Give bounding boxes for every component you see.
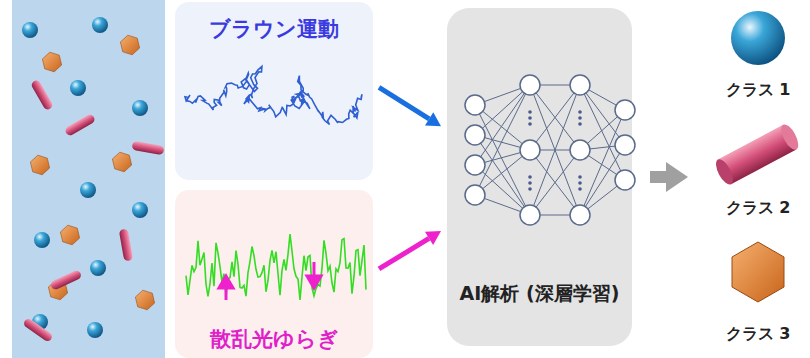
rod-particle [22, 317, 53, 343]
ellipsis-dot [528, 116, 532, 120]
class-item: クラス 3 [706, 238, 810, 350]
flow-arrow [379, 231, 441, 269]
fluctuation-arrows [219, 262, 321, 300]
rod-particle [119, 228, 133, 261]
ellipsis-dot [578, 116, 582, 120]
ellipsis-dot [528, 122, 532, 126]
ellipsis-dot [528, 181, 532, 185]
neuron [520, 205, 540, 225]
ellipsis-dot [528, 175, 532, 179]
sphere-particle [87, 322, 103, 338]
neuron [465, 185, 485, 205]
neuron [615, 135, 635, 155]
hexagon-particle [30, 155, 49, 175]
hexagon-particle [120, 35, 139, 55]
ellipsis-dot [578, 187, 582, 191]
neuron [615, 170, 635, 190]
flow-arrow [379, 87, 441, 126]
class-icon [706, 238, 810, 308]
ellipsis-dot [578, 110, 582, 114]
sample-panel [12, 0, 165, 358]
hexagon-particle [60, 225, 79, 245]
sphere-particle [90, 260, 106, 276]
class-item: クラス 1 [706, 6, 810, 106]
sphere-particle [132, 202, 148, 218]
signal-panel: 散乱光ゆらぎ [175, 190, 373, 358]
class-item: クラス 2 [706, 116, 810, 224]
class-icon [706, 116, 810, 186]
sphere-particle [34, 232, 50, 248]
rod-particle [30, 79, 54, 111]
neuron [520, 75, 540, 95]
node-label: クラス 1 [726, 80, 791, 100]
sphere-particle [70, 80, 86, 96]
scatter-panel-bg [175, 190, 373, 358]
rod-particle [131, 141, 164, 155]
neuron [520, 140, 540, 160]
sphere-particle [80, 182, 96, 198]
sphere-particle [132, 100, 148, 116]
sphere-particle [92, 17, 108, 33]
ellipsis-dot [578, 175, 582, 179]
neuron [465, 125, 485, 145]
ellipsis-dot [528, 110, 532, 114]
signal-panel: ブラウン運動 [175, 2, 373, 180]
ai-box: AI解析 (深層学習) [447, 8, 632, 346]
brownian-panel-bg [175, 2, 373, 180]
ellipsis-dot [528, 187, 532, 191]
hexagon-particle [135, 290, 154, 310]
neuron [465, 155, 485, 175]
node-label: AI解析 (深層学習) [460, 282, 620, 306]
sphere-particle [22, 22, 38, 38]
ellipsis-dot [578, 122, 582, 126]
scatter-signal [186, 234, 366, 300]
hexagon-particle [42, 52, 61, 72]
ai-box-bg [447, 8, 632, 346]
neuron [615, 100, 635, 120]
neuron [465, 95, 485, 115]
neuron [570, 205, 590, 225]
node-label: 散乱光ゆらぎ [210, 326, 339, 352]
neuron [570, 75, 590, 95]
hexagon-particle [112, 152, 131, 172]
node-label: クラス 2 [726, 198, 791, 218]
flow-arrow [650, 162, 688, 192]
class-icon [706, 6, 810, 76]
rod-particle [64, 113, 96, 137]
brownian-trajectory [185, 66, 362, 124]
node-label: ブラウン運動 [209, 16, 339, 42]
node-label: クラス 3 [726, 324, 791, 344]
ellipsis-dot [578, 181, 582, 185]
neuron [570, 140, 590, 160]
network-links [475, 85, 625, 215]
rod-particle [50, 269, 83, 291]
